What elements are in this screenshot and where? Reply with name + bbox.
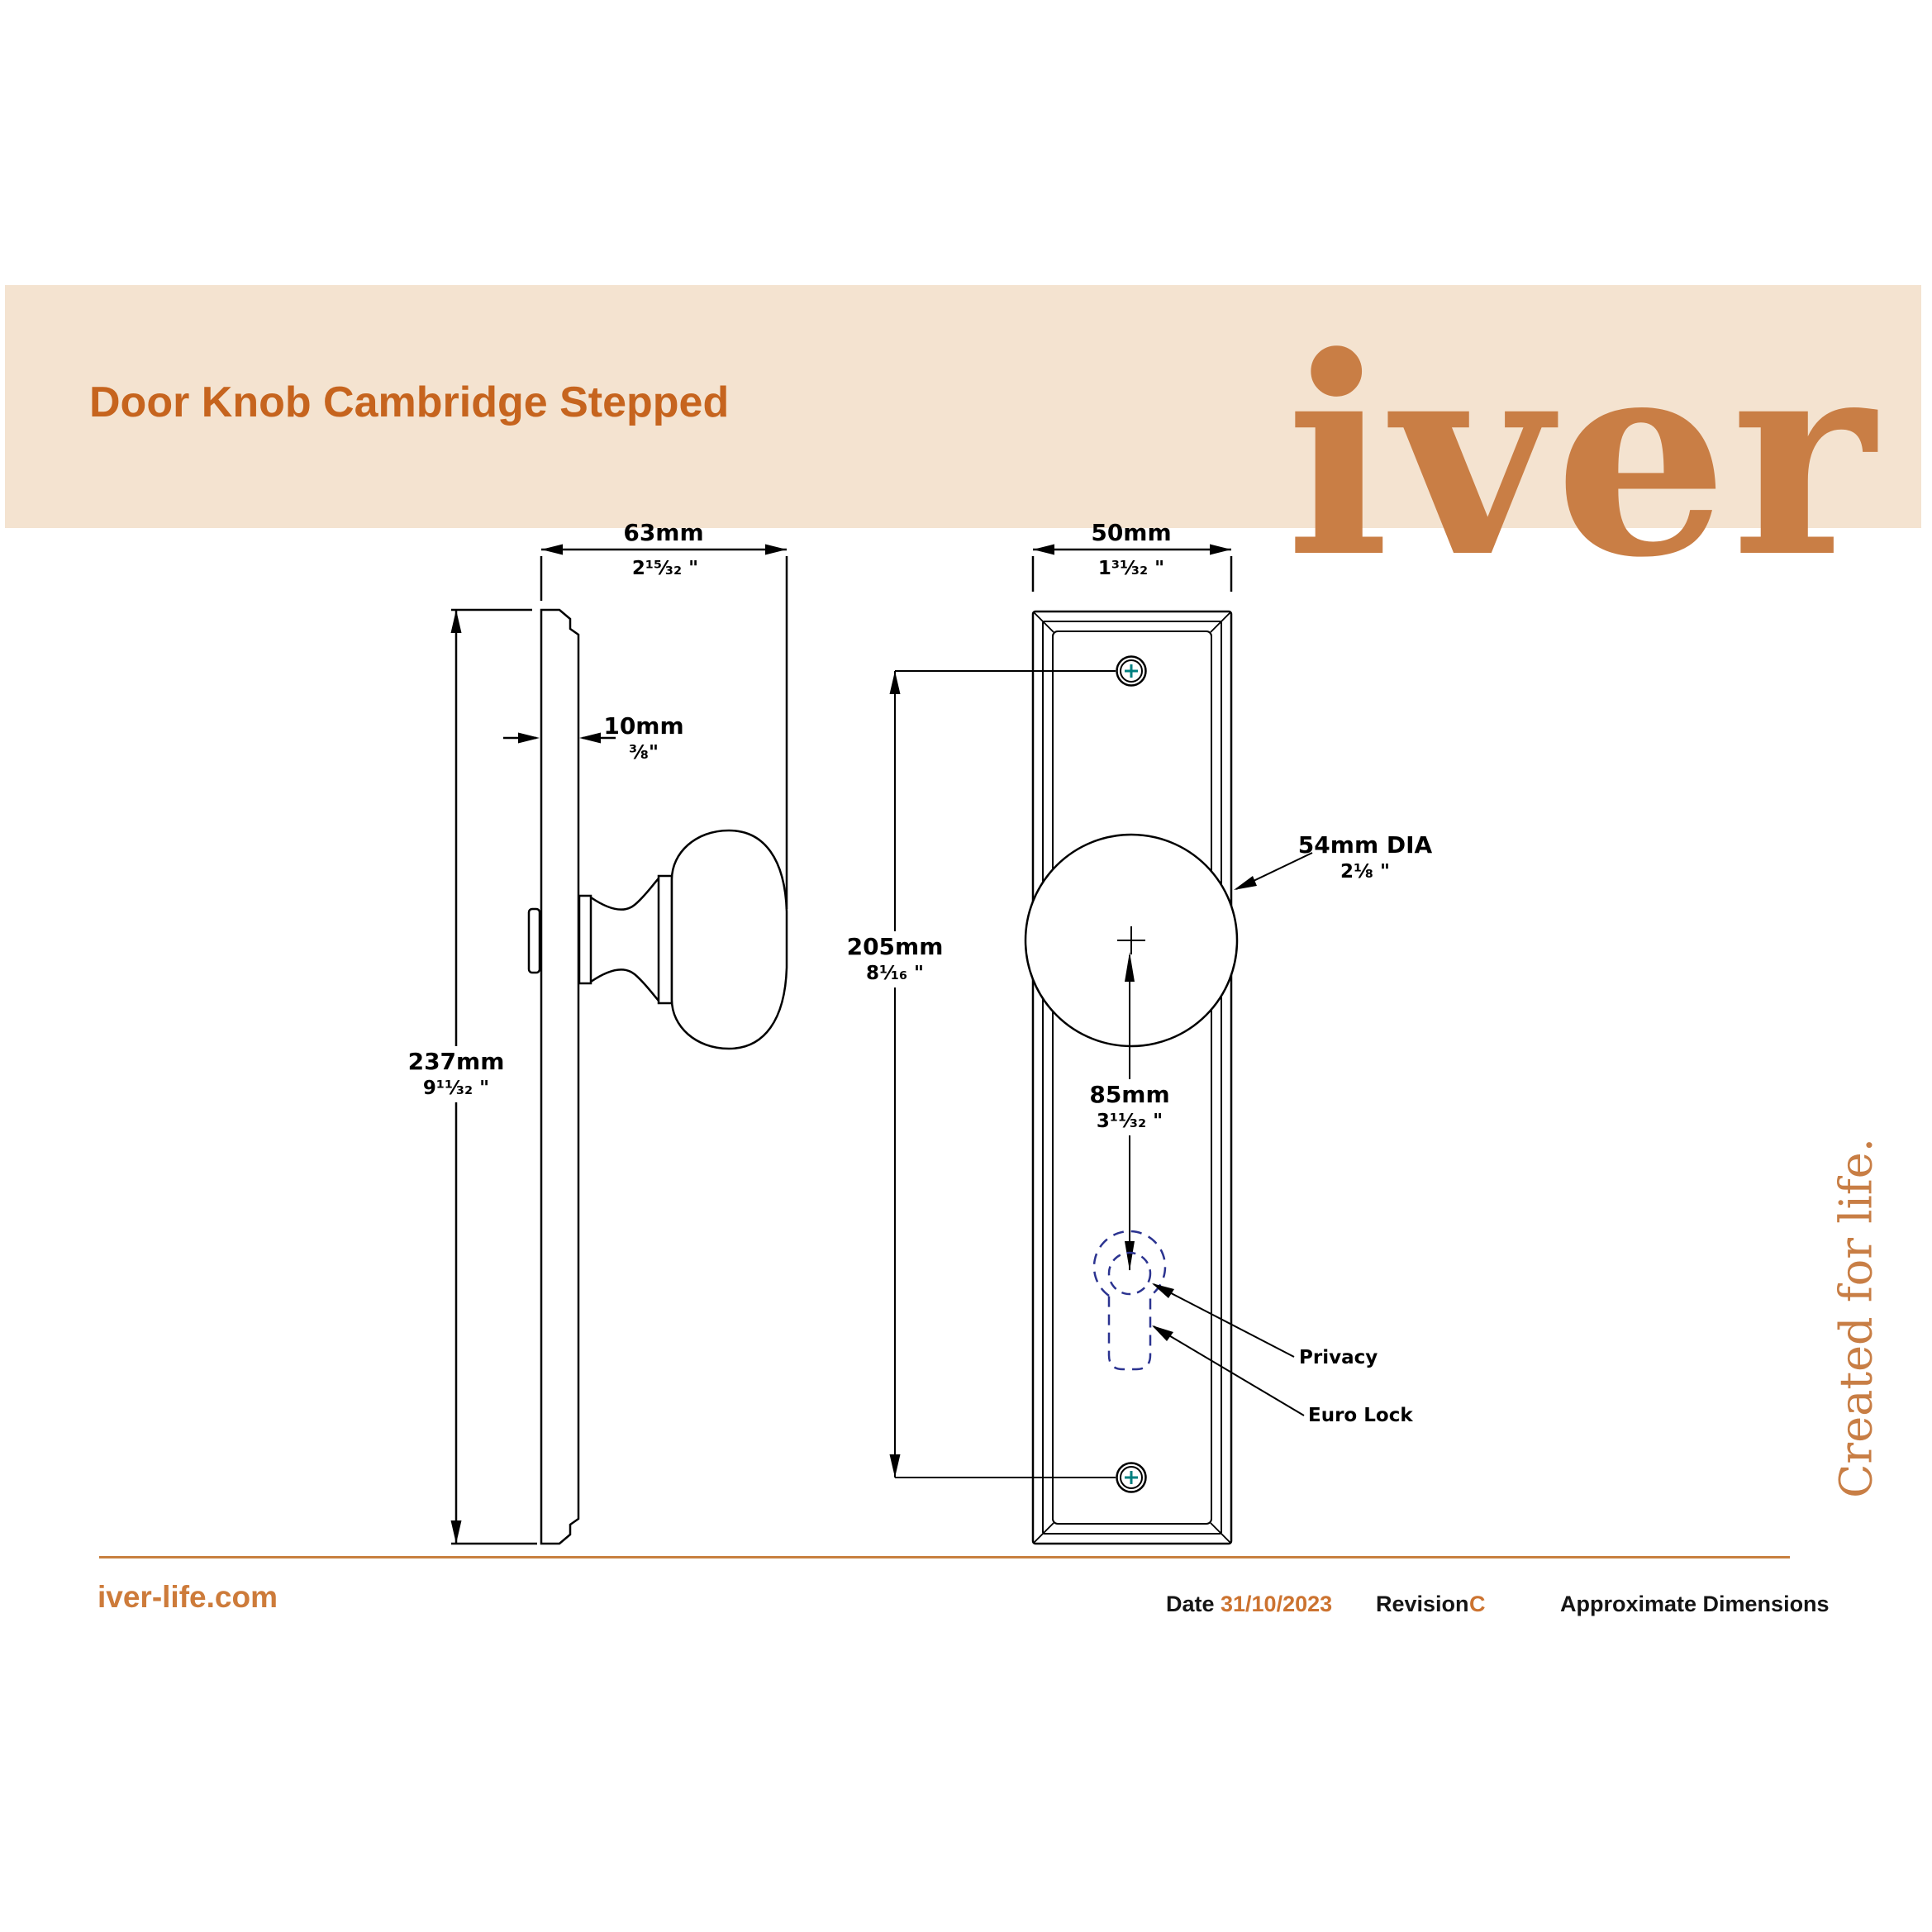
backplate-step-mid — [1042, 621, 1222, 1535]
dim-50mm-lines — [1031, 544, 1233, 592]
knob-stem-base — [578, 894, 592, 985]
dim-63mm-inch-label: 2¹⁵⁄₃₂ " — [632, 554, 698, 578]
dim-85mm-label: 85mm 3¹¹⁄₃₂ " — [1083, 1079, 1177, 1135]
revision-label: Revision — [1376, 1592, 1469, 1616]
leader-privacy — [1152, 1283, 1295, 1358]
dim-50mm-label: 50mm — [1091, 521, 1171, 545]
screw-top-icon — [1116, 655, 1147, 687]
dim-54mm-value: 54mm DIA — [1297, 831, 1433, 859]
backplate-outer — [1031, 610, 1233, 1545]
website-link[interactable]: iver-life.com — [98, 1580, 278, 1614]
euro-lock-callout: Euro Lock — [1308, 1405, 1413, 1426]
knob-stem-curve-top — [590, 878, 659, 911]
dim-54mm-label: 54mm DIA 2¹⁄₈ " — [1298, 833, 1432, 883]
dim-10mm-inch-value: ³⁄₈" — [629, 742, 659, 764]
dim-237mm-inch-value: 9¹¹⁄₃₂ " — [422, 1078, 490, 1100]
dim-54mm-inch-value: 2¹⁄₈ " — [1340, 861, 1390, 883]
screw-bottom-icon — [1116, 1462, 1147, 1493]
dim-50mm-value: 50mm — [1091, 519, 1172, 546]
dim-63mm-inch-value: 2¹⁵⁄₃₂ " — [631, 558, 699, 579]
knob-centre-crosshair — [1117, 926, 1145, 954]
euro-lock-dashed-outline — [1092, 1230, 1167, 1371]
backplate-corner-mitres — [1033, 611, 1231, 1544]
dim-63mm-lines — [540, 544, 788, 909]
header-banner: Door Knob Cambridge Stepped iver — [5, 285, 1921, 593]
footer-divider — [99, 1556, 1790, 1558]
knob-side-head — [670, 829, 788, 1050]
knob-stem-curve-bottom — [590, 968, 659, 1002]
dim-10mm-lines — [503, 732, 616, 744]
date-value: 31/10/2023 — [1221, 1592, 1333, 1616]
dim-237mm-value: 237mm — [407, 1048, 505, 1075]
privacy-callout: Privacy — [1299, 1347, 1378, 1368]
backplate-step-inner — [1052, 631, 1212, 1525]
leader-euro-lock — [1152, 1325, 1305, 1416]
knob-collar — [657, 874, 673, 1005]
dim-85mm-inch-value: 3¹¹⁄₃₂ " — [1096, 1111, 1163, 1133]
revision-value: C — [1469, 1592, 1486, 1616]
leader-54mm — [1234, 852, 1313, 890]
dim-237mm-label: 237mm 9¹¹⁄₃₂ " — [401, 1046, 512, 1102]
dim-205mm-inch-value: 8¹⁄₁₆ " — [865, 963, 925, 985]
side-view-drawing — [450, 544, 788, 1545]
dim-63mm-label: 63mm — [623, 521, 703, 545]
dim-205mm-lines — [889, 670, 1116, 1478]
dim-85mm-value: 85mm — [1089, 1081, 1170, 1108]
plate-side-profile — [540, 608, 580, 1545]
dim-205mm-label: 205mm 8¹⁄₁₆ " — [840, 931, 950, 987]
approximate-dimensions-note: Approximate Dimensions — [1560, 1592, 1830, 1616]
front-view-drawing — [889, 544, 1313, 1545]
dim-63mm-value: 63mm — [623, 519, 704, 546]
page-title: Door Knob Cambridge Stepped — [89, 378, 730, 426]
dim-10mm-label: 10mm ³⁄₈" — [603, 714, 683, 764]
dim-50mm-inch-label: 1³¹⁄₃₂ " — [1098, 554, 1164, 578]
date-label: Date — [1166, 1592, 1215, 1616]
spindle — [527, 907, 541, 974]
iver-logo: iver — [1286, 297, 1878, 617]
dim-10mm-value: 10mm — [603, 712, 684, 740]
dim-50mm-inch-value: 1³¹⁄₃₂ " — [1097, 558, 1165, 579]
privacy-dashed-circle — [1107, 1251, 1152, 1296]
vertical-tagline: Created for life. — [1830, 1138, 1882, 1498]
dim-205mm-value: 205mm — [846, 933, 944, 960]
